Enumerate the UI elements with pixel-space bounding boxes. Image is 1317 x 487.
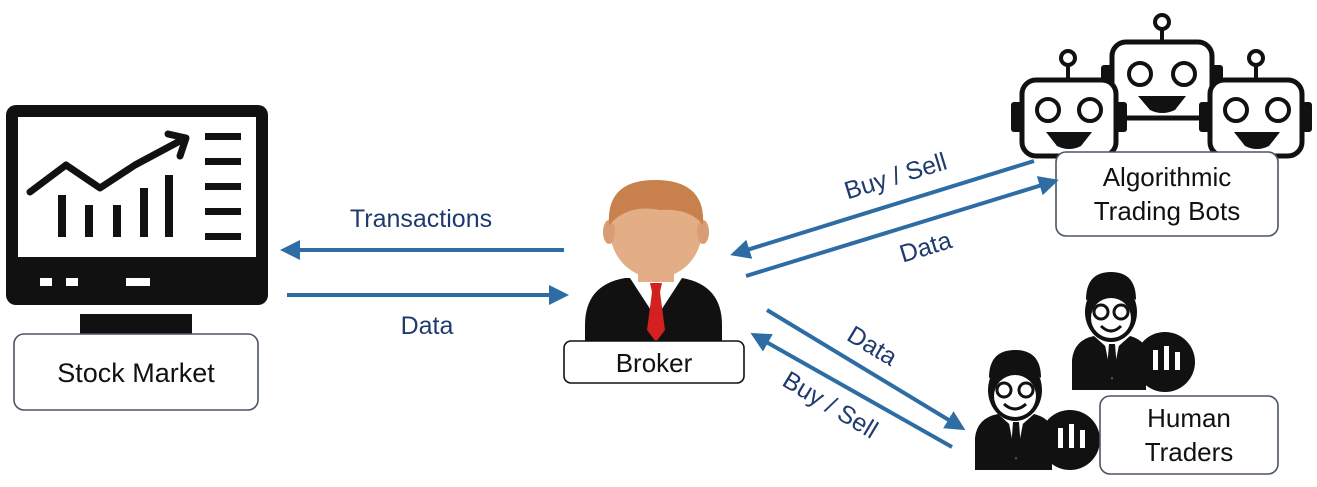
human-trader-icon-front [975,350,1100,470]
bots-label-line2: Trading Bots [1094,196,1240,226]
arrow-broker-to-humans [765,308,966,431]
stock-market-label: Stock Market [57,358,215,388]
algorithmic-trading-bots-node: Algorithmic Trading Bots [1055,151,1279,237]
humans-label-line1: Human [1147,403,1231,433]
arrow-broker-to-bots [745,176,1059,278]
humans-label-line2: Traders [1145,437,1234,467]
bots-label-line1: Algorithmic [1103,162,1232,192]
edge-label-humans-data: Data [842,321,902,372]
broker-label: Broker [616,348,693,378]
stock-market-monitor-icon [6,105,268,336]
edge-label-market-data: Data [401,312,454,340]
human-trader-icon-back [1072,272,1195,392]
broker-node: Broker [563,340,745,384]
edge-label-transactions: Transactions [350,205,492,233]
stock-market-node: Stock Market [13,333,259,411]
human-traders-node: Human Traders [1099,395,1279,475]
arrow-bots-to-broker [730,159,1035,259]
edge-label-bots-buy-sell: Buy / Sell [841,148,950,206]
edge-label-bots-data: Data [896,226,955,268]
robot-icon-left [1011,49,1127,159]
arrow-humans-to-broker [750,333,953,449]
broker-person-icon [585,180,722,345]
